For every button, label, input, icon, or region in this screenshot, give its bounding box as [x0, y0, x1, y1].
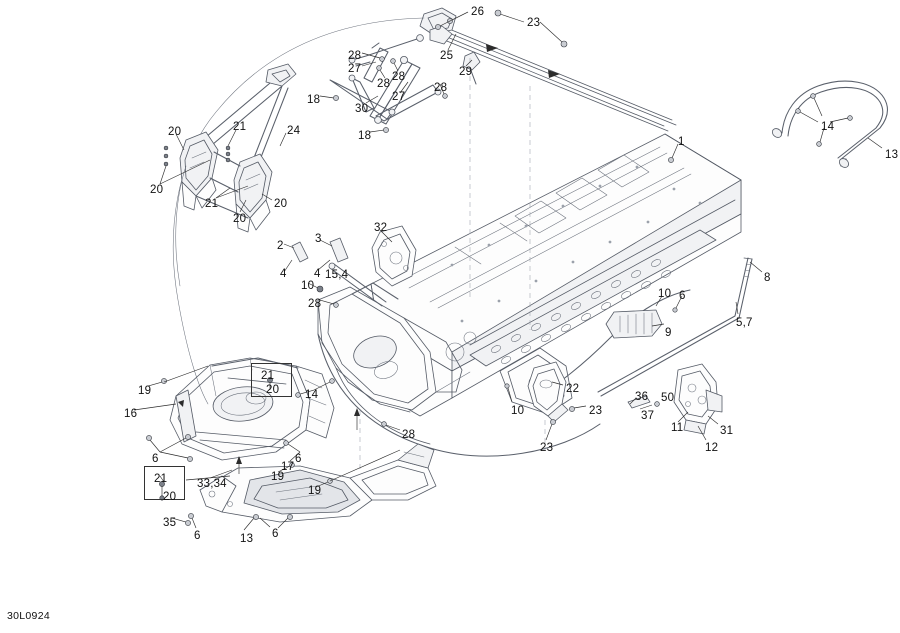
small-brackets	[291, 225, 417, 307]
callout-35: 35	[163, 517, 177, 529]
boxed-callout-frame-upper	[251, 363, 292, 397]
callout-19-a: 19	[138, 385, 152, 397]
callout-6-e: 6	[272, 528, 279, 540]
callout-23-a: 23	[527, 17, 541, 29]
callout-29: 29	[459, 66, 473, 78]
callout-28-b: 28	[377, 78, 391, 90]
callout-20-c: 20	[233, 213, 247, 225]
callout-37: 37	[641, 410, 655, 422]
callout-9: 9	[665, 327, 672, 339]
callout-19-c: 19	[308, 485, 322, 497]
callout-17: 17	[281, 461, 295, 473]
callout-21-b: 21	[205, 198, 219, 210]
callout-23-b: 23	[589, 405, 603, 417]
callout-20-d: 20	[274, 198, 288, 210]
left-spindle-assembly	[175, 63, 297, 287]
callout-28-e: 28	[308, 298, 322, 310]
drawing-code: 30L0924	[7, 610, 50, 622]
callout-30: 30	[355, 103, 369, 115]
callout-50: 50	[661, 392, 675, 404]
callout-22: 22	[566, 383, 580, 395]
leader-lines	[133, 9, 883, 531]
projection-lines	[359, 58, 546, 470]
callout-26: 26	[471, 6, 485, 18]
callout-8: 8	[764, 272, 771, 284]
callout-31: 31	[720, 425, 734, 437]
callout-28-a: 28	[348, 50, 362, 62]
rear-grab-handle	[771, 80, 889, 168]
callout-1: 1	[678, 136, 685, 148]
callout-25: 25	[440, 50, 454, 62]
callout-2: 2	[277, 240, 284, 252]
callout-28-f: 28	[402, 429, 416, 441]
callout-3: 3	[315, 233, 322, 245]
callout-5-7: 5,7	[736, 317, 753, 329]
callout-14-b: 14	[305, 389, 319, 401]
callout-6-a: 6	[679, 290, 686, 302]
callout-36: 36	[635, 391, 649, 403]
boxed-callout-frame-lower	[144, 466, 185, 500]
callout-18-b: 18	[358, 130, 372, 142]
callout-10-c: 10	[511, 405, 525, 417]
callout-11: 11	[671, 422, 684, 434]
callout-32: 32	[374, 222, 388, 234]
callout-20-f: 20	[163, 491, 177, 503]
callout-23-c: 23	[540, 442, 554, 454]
callout-6-d: 6	[194, 530, 201, 542]
callout-13-b: 13	[240, 533, 254, 545]
callout-28-c: 28	[392, 71, 406, 83]
callout-18-a: 18	[307, 94, 321, 106]
callout-15-4: 15,4	[325, 269, 349, 281]
callout-4-b: 4	[314, 268, 321, 280]
callout-10-b: 10	[658, 288, 672, 300]
right-bracket-cluster	[627, 363, 723, 435]
callout-13-a: 13	[885, 149, 899, 161]
callout-16: 16	[124, 408, 138, 420]
callout-4-a: 4	[280, 268, 287, 280]
upper-linkage-assembly	[172, 7, 677, 405]
callout-20-a: 20	[168, 126, 182, 138]
callout-20-e: 20	[266, 384, 280, 396]
callout-21-d: 21	[154, 473, 168, 485]
callout-24: 24	[287, 125, 301, 137]
callout-21-c: 21	[261, 370, 275, 382]
callout-10-a: 10	[301, 280, 315, 292]
callout-12: 12	[705, 442, 719, 454]
skid-plate-assembly	[199, 443, 437, 523]
callout-27-a: 27	[348, 63, 362, 75]
callout-21-a: 21	[233, 121, 247, 133]
callout-6-c: 6	[295, 453, 302, 465]
callout-6-b: 6	[152, 453, 159, 465]
callout-33-34: 33,34	[197, 478, 227, 490]
callout-14-a: 14	[821, 121, 835, 133]
callout-28-d: 28	[434, 82, 448, 94]
callout-27-b: 27	[392, 91, 406, 103]
callout-19-b: 19	[271, 471, 285, 483]
callout-20-b: 20	[150, 184, 164, 196]
